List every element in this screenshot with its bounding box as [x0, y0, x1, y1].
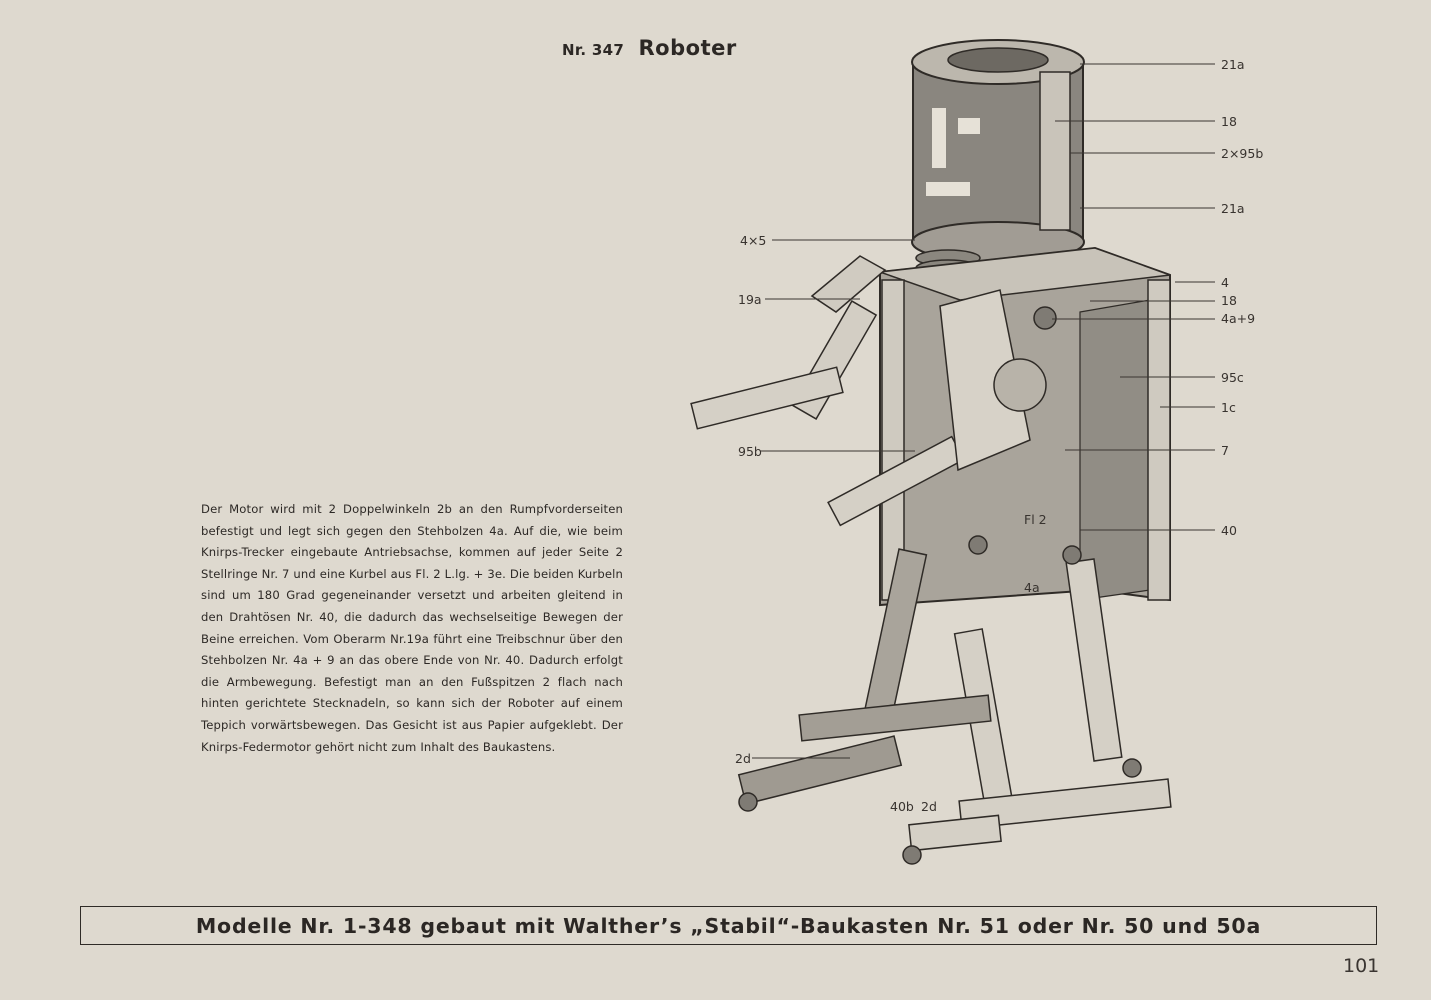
part-label: 18	[1221, 293, 1237, 308]
part-label: 40	[1221, 523, 1237, 538]
part-label: 2×95b	[1221, 146, 1263, 161]
footer-text: Modelle Nr. 1-348 gebaut mit Walther’s „…	[195, 913, 1262, 938]
part-label: 4×5	[740, 233, 766, 248]
robot-drawing	[690, 39, 1172, 865]
part-label: 7	[1221, 443, 1229, 458]
part-label: 4a	[1024, 580, 1040, 595]
part-label: Fl 2	[1024, 512, 1047, 527]
model-name: Roboter	[638, 36, 737, 60]
part-label: 95c	[1221, 370, 1244, 385]
part-label: 18	[1221, 114, 1237, 129]
page-number: 101	[1343, 955, 1380, 977]
part-labels: 21a 18 2×95b 21a 4 18 4a+9 95c 1c 7 40 4…	[735, 57, 1263, 814]
part-label: 95b	[738, 444, 762, 459]
part-label: 21a	[1221, 201, 1245, 216]
part-label: 2d	[921, 799, 937, 814]
part-label: 1c	[1221, 400, 1236, 415]
part-label: 21a	[1221, 57, 1245, 72]
model-title: Nr. 347 Roboter	[562, 36, 737, 60]
part-label: 19a	[738, 292, 762, 307]
footer-banner: Modelle Nr. 1-348 gebaut mit Walther’s „…	[80, 906, 1377, 945]
part-label: 4a+9	[1221, 311, 1255, 326]
part-label: 4	[1221, 275, 1229, 290]
leader-lines	[752, 63, 1215, 759]
part-label: 2d	[735, 751, 751, 766]
part-label: 40b	[890, 799, 914, 814]
description-text: Der Motor wird mit 2 Doppelwinkeln 2b an…	[201, 502, 623, 754]
model-number: Nr. 347	[562, 41, 625, 59]
